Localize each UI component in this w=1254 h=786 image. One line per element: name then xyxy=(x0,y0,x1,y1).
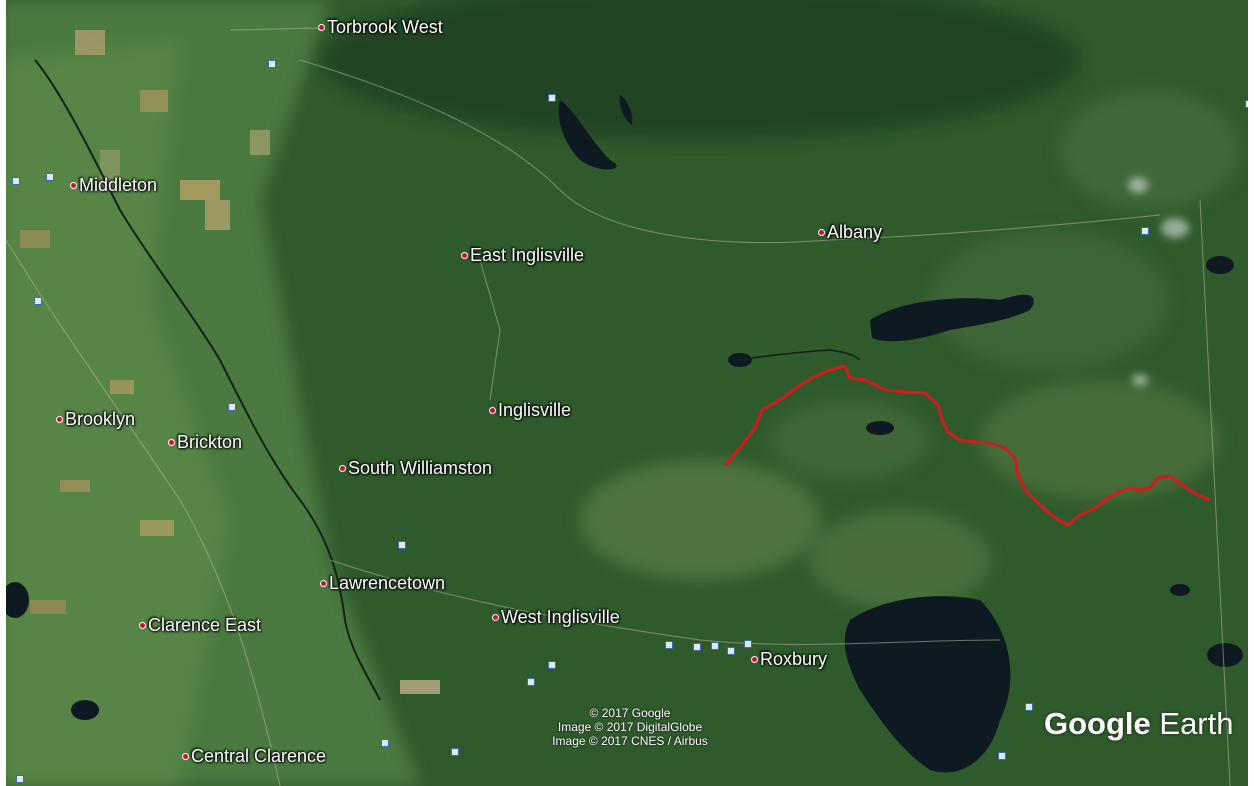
place-pin-icon xyxy=(751,656,758,663)
place-pin-icon xyxy=(318,24,325,31)
place-roxbury[interactable]: Roxbury xyxy=(751,649,827,670)
poi-marker[interactable] xyxy=(1141,227,1149,235)
poi-marker[interactable] xyxy=(34,297,42,305)
place-middleton[interactable]: Middleton xyxy=(70,175,157,196)
attribution-line: Image © 2017 CNES / Airbus xyxy=(552,734,708,748)
poi-marker[interactable] xyxy=(744,640,752,648)
place-pin-icon xyxy=(461,252,468,259)
poi-marker[interactable] xyxy=(12,177,20,185)
place-label: Albany xyxy=(827,222,883,242)
place-label: Roxbury xyxy=(760,649,828,669)
poi-marker[interactable] xyxy=(268,60,276,68)
attribution-line: Image © 2017 DigitalGlobe xyxy=(557,720,703,734)
place-pin-icon xyxy=(56,416,63,423)
poi-marker[interactable] xyxy=(451,748,459,756)
place-label: Middleton xyxy=(79,175,158,195)
poi-marker[interactable] xyxy=(711,642,719,650)
poi-marker[interactable] xyxy=(727,647,735,655)
place-label: Lawrencetown xyxy=(329,573,446,593)
place-pin-icon xyxy=(70,182,77,189)
poi-marker[interactable] xyxy=(548,94,556,102)
place-pin-icon xyxy=(492,614,499,621)
poi-marker[interactable] xyxy=(693,643,701,651)
place-south-williamston[interactable]: South Williamston xyxy=(339,458,492,479)
logo-word-google: Google xyxy=(1044,706,1151,741)
poi-marker[interactable] xyxy=(398,541,406,549)
place-label: Clarence East xyxy=(148,615,262,635)
poi-marker[interactable] xyxy=(548,661,556,669)
place-pin-icon xyxy=(818,229,825,236)
poi-marker[interactable] xyxy=(228,403,236,411)
place-pin-icon xyxy=(339,465,346,472)
poi-marker[interactable] xyxy=(1025,703,1033,711)
google-earth-logo: Google Earth xyxy=(1044,706,1234,742)
logo-word-earth: Earth xyxy=(1150,706,1234,741)
poi-marker[interactable] xyxy=(527,678,535,686)
place-central-clarence[interactable]: Central Clarence xyxy=(182,746,326,767)
place-inglisville[interactable]: Inglisville xyxy=(489,400,571,421)
place-pin-icon xyxy=(168,439,175,446)
poi-marker[interactable] xyxy=(16,775,24,783)
place-pin-icon xyxy=(182,753,189,760)
poi-marker[interactable] xyxy=(381,739,389,747)
place-pin-icon xyxy=(320,580,327,587)
place-clarence-east[interactable]: Clarence East xyxy=(139,615,261,636)
place-albany[interactable]: Albany xyxy=(818,222,882,243)
place-label: Torbrook West xyxy=(327,17,443,37)
place-label: Brooklyn xyxy=(65,409,136,429)
attribution-line: © 2017 Google xyxy=(589,706,671,720)
imagery-attribution: © 2017 Google Image © 2017 DigitalGlobe … xyxy=(520,706,740,748)
poi-marker[interactable] xyxy=(46,173,54,181)
route-path xyxy=(723,364,1211,527)
place-brooklyn[interactable]: Brooklyn xyxy=(56,409,135,430)
place-label: South Williamston xyxy=(348,458,493,478)
place-label: Brickton xyxy=(177,432,243,452)
right-border xyxy=(1248,0,1254,786)
place-label: East Inglisville xyxy=(470,245,585,265)
poi-marker[interactable] xyxy=(665,641,673,649)
place-west-inglisville[interactable]: West Inglisville xyxy=(492,607,620,628)
place-lawrencetown[interactable]: Lawrencetown xyxy=(320,573,445,594)
place-torbrook-west[interactable]: Torbrook West xyxy=(318,17,443,38)
place-pin-icon xyxy=(489,407,496,414)
place-label: Central Clarence xyxy=(191,746,327,766)
poi-marker[interactable] xyxy=(998,752,1006,760)
left-border xyxy=(0,0,6,786)
place-label: West Inglisville xyxy=(501,607,620,627)
place-label: Inglisville xyxy=(498,400,572,420)
place-east-inglisville[interactable]: East Inglisville xyxy=(461,245,584,266)
place-brickton[interactable]: Brickton xyxy=(168,432,242,453)
place-pin-icon xyxy=(139,622,146,629)
